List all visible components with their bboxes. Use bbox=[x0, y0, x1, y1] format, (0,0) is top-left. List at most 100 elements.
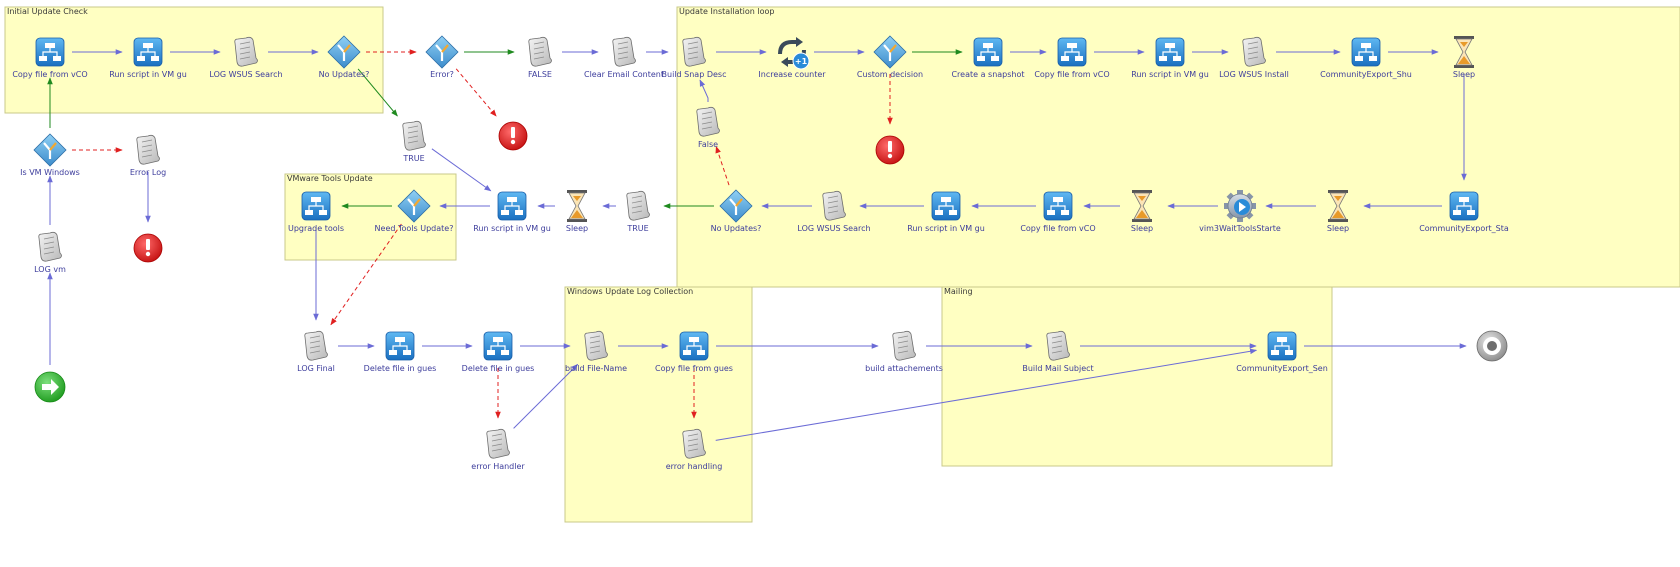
script-icon bbox=[234, 36, 258, 67]
node-copy2[interactable]: Copy file from vCO bbox=[1034, 37, 1110, 79]
script-icon bbox=[822, 190, 846, 221]
node-end[interactable] bbox=[1476, 330, 1508, 362]
node-buildatt[interactable]: build attachements bbox=[865, 330, 943, 373]
node-logfinal[interactable]: LOG Final bbox=[297, 330, 335, 373]
start-icon bbox=[34, 371, 66, 403]
node-snapshot[interactable]: Create a snapshot bbox=[951, 37, 1025, 79]
node-upgrade[interactable]: Upgrade tools bbox=[288, 191, 344, 233]
node-err1[interactable] bbox=[133, 233, 163, 263]
node-buildsnap[interactable]: Build Snap Desc bbox=[662, 36, 727, 79]
workflow-icon bbox=[1155, 37, 1185, 67]
node-label: Error Log bbox=[130, 168, 166, 177]
script-icon bbox=[892, 330, 916, 361]
node-label: No Updates? bbox=[711, 224, 762, 233]
workflow-icon bbox=[385, 331, 415, 361]
node-mailsubj[interactable]: Build Mail Subject bbox=[1022, 330, 1094, 373]
hourglass-icon bbox=[1132, 190, 1152, 222]
node-logvm[interactable]: LOG vm bbox=[34, 231, 66, 274]
node-needtools[interactable]: Need Tools Update? bbox=[375, 189, 454, 233]
node-del2[interactable]: Delete file in gues bbox=[462, 331, 535, 373]
node-label: Increase counter bbox=[758, 70, 826, 79]
node-label: Build Snap Desc bbox=[662, 70, 727, 79]
node-logwsusinst[interactable]: LOG WSUS Install bbox=[1219, 36, 1289, 79]
workflow-icon bbox=[35, 37, 65, 67]
node-label: Custom decision bbox=[857, 70, 923, 79]
node-true1[interactable]: TRUE bbox=[402, 120, 426, 163]
node-err2[interactable] bbox=[498, 121, 528, 151]
decision-icon bbox=[397, 189, 431, 223]
decision-icon bbox=[873, 35, 907, 69]
node-copy3[interactable]: Copy file from vCO bbox=[1020, 191, 1096, 233]
node-label: Is VM Windows bbox=[20, 168, 80, 177]
node-sleep3[interactable]: Sleep bbox=[1131, 190, 1153, 233]
node-label: Copy file from vCO bbox=[1034, 70, 1109, 79]
decision-icon bbox=[327, 35, 361, 69]
node-noupd1[interactable]: No Updates? bbox=[319, 35, 370, 79]
edge-false2-to-buildsnap bbox=[699, 79, 709, 102]
node-buildfile[interactable]: build File-Name bbox=[565, 330, 627, 373]
node-run2[interactable]: Run script in VM gu bbox=[1131, 37, 1209, 79]
group-g4[interactable]: Windows Update Log Collection bbox=[564, 286, 753, 523]
hourglass-icon bbox=[1454, 36, 1474, 68]
node-clearmail[interactable]: Clear Email Content bbox=[584, 36, 664, 79]
node-ceshu[interactable]: CommunityExport_Shu bbox=[1320, 37, 1412, 79]
node-false2[interactable]: False bbox=[696, 106, 720, 149]
node-isvmwin[interactable]: Is VM Windows bbox=[20, 133, 80, 177]
workflow-icon bbox=[133, 37, 163, 67]
node-sleep1[interactable]: Sleep bbox=[1453, 36, 1475, 79]
group-g3[interactable]: VMware Tools Update bbox=[284, 173, 457, 261]
node-label: No Updates? bbox=[319, 70, 370, 79]
node-sleep2[interactable]: Sleep bbox=[1327, 190, 1349, 233]
node-label: LOG WSUS Search bbox=[209, 70, 282, 79]
script-icon bbox=[304, 330, 328, 361]
node-start[interactable] bbox=[34, 371, 66, 403]
node-label: Sleep bbox=[1327, 224, 1349, 233]
workflow-icon bbox=[483, 331, 513, 361]
node-run4[interactable]: Run script in VM gu bbox=[473, 191, 551, 233]
script-icon bbox=[402, 120, 426, 151]
node-label: build attachements bbox=[865, 364, 943, 373]
node-label: error handling bbox=[666, 462, 723, 471]
node-run1[interactable]: Run script in VM gu bbox=[109, 37, 187, 79]
node-vim3[interactable]: vim3WaitToolsStarte bbox=[1199, 190, 1281, 233]
node-sleep4[interactable]: Sleep bbox=[566, 190, 588, 233]
node-del1[interactable]: Delete file in gues bbox=[364, 331, 437, 373]
node-label: CommunityExport_Sta bbox=[1419, 224, 1509, 233]
node-errq[interactable]: Error? bbox=[425, 35, 459, 79]
node-copyguest[interactable]: Copy file from gues bbox=[655, 331, 733, 373]
workflow-icon bbox=[497, 191, 527, 221]
node-true2[interactable]: TRUE bbox=[626, 190, 650, 233]
node-err3[interactable] bbox=[875, 135, 905, 165]
node-label: LOG vm bbox=[34, 265, 66, 274]
script-icon bbox=[136, 134, 160, 165]
node-logwsus2[interactable]: LOG WSUS Search bbox=[797, 190, 871, 233]
error-icon bbox=[133, 233, 163, 263]
edge-errhandling-to-cesen bbox=[715, 348, 1258, 441]
node-cesen[interactable]: CommunityExport_Sen bbox=[1236, 331, 1328, 373]
script-icon bbox=[1242, 36, 1266, 67]
node-logwsus1[interactable]: LOG WSUS Search bbox=[209, 36, 283, 79]
node-label: CommunityExport_Sen bbox=[1236, 364, 1328, 373]
hourglass-icon bbox=[567, 190, 587, 222]
node-run3[interactable]: Run script in VM gu bbox=[907, 191, 985, 233]
node-noupd2[interactable]: No Updates? bbox=[711, 189, 762, 233]
script-icon bbox=[682, 428, 706, 459]
node-copy1[interactable]: Copy file from vCO bbox=[12, 37, 88, 79]
group-label: Update Installation loop bbox=[679, 7, 774, 16]
edge-true1-to-run4 bbox=[431, 148, 492, 192]
node-errhandling[interactable]: error handling bbox=[666, 428, 723, 471]
workflow-icon bbox=[1351, 37, 1381, 67]
node-label: Build Mail Subject bbox=[1022, 364, 1093, 373]
edge-errq-to-err2 bbox=[455, 68, 497, 117]
group-label: Initial Update Check bbox=[7, 7, 88, 16]
group-g5[interactable]: Mailing bbox=[941, 286, 1333, 467]
node-custdec[interactable]: Custom decision bbox=[857, 35, 923, 79]
node-false1[interactable]: FALSE bbox=[528, 36, 552, 79]
node-errlog[interactable]: Error Log bbox=[130, 134, 166, 177]
node-errhandler[interactable]: error Handler bbox=[471, 428, 525, 471]
node-label: Sleep bbox=[1131, 224, 1153, 233]
group-g1[interactable]: Initial Update Check bbox=[4, 6, 384, 114]
node-cesta[interactable]: CommunityExport_Sta bbox=[1419, 191, 1509, 233]
